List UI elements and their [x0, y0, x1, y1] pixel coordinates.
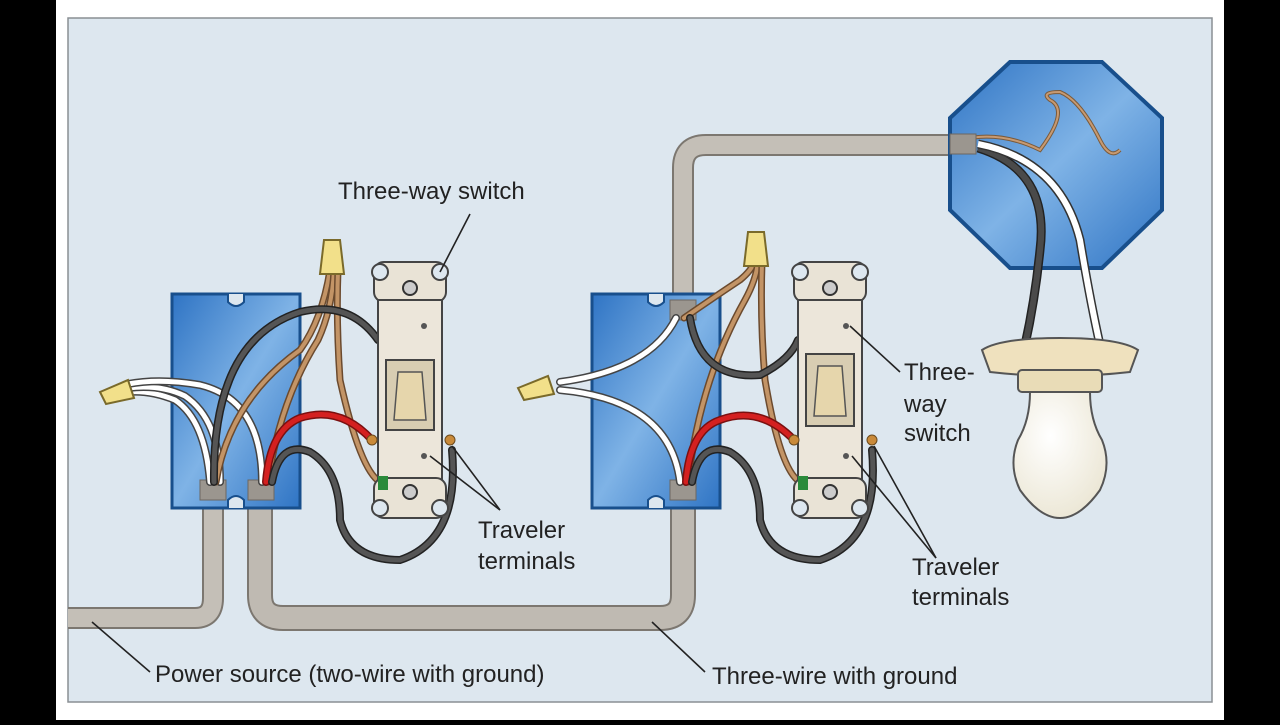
left-three-way-switch [366, 261, 456, 519]
wire-nut-icon [318, 239, 346, 275]
leader-lines [91, 213, 937, 673]
label-power-source: Power source (two-wire with ground) [155, 661, 544, 688]
label-traveler-right-1: Traveler [912, 554, 999, 581]
right-switch-box [590, 292, 722, 510]
label-three-way-switch-top: Three-way switch [338, 178, 525, 205]
label-three-way-switch-right-3: switch [904, 420, 971, 447]
label-three-way-switch-right-1: Three- [904, 359, 975, 386]
right-wires [556, 258, 877, 565]
wire-nut-icon [742, 231, 770, 267]
label-three-way-switch-right-2: way [903, 391, 947, 418]
light-bulb [980, 336, 1140, 520]
label-traveler-left-2: terminals [478, 548, 575, 575]
wire-nut-icon [98, 378, 136, 406]
label-three-wire: Three-wire with ground [712, 663, 957, 690]
label-traveler-right-2: terminals [912, 584, 1009, 611]
label-traveler-left-1: Traveler [478, 517, 565, 544]
cables [68, 134, 968, 631]
left-wires [124, 266, 457, 565]
right-three-way-switch [788, 261, 878, 519]
wire-nut-icon [516, 374, 556, 402]
